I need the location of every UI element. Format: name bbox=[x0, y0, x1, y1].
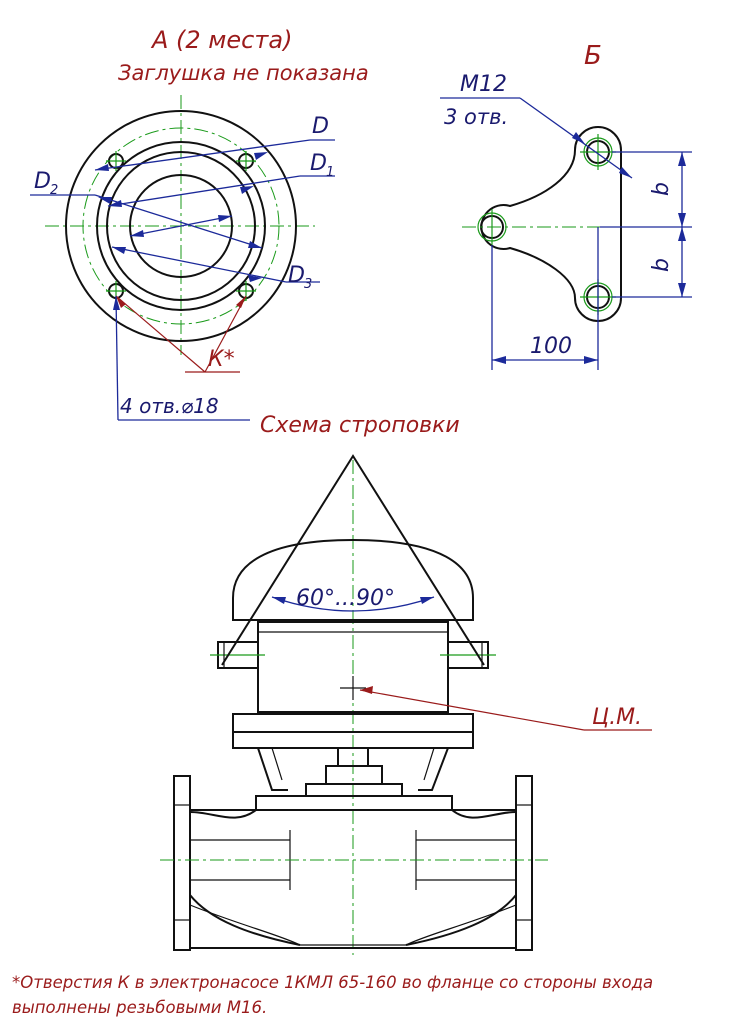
lantern-right bbox=[418, 747, 449, 791]
label-thread-count: 3 отв. bbox=[444, 105, 508, 129]
view-b: Б М12 3 отв. b b bbox=[440, 41, 692, 370]
view-a: А (2 места) Заглушка не показана bbox=[30, 26, 369, 421]
outlet-flange bbox=[515, 775, 533, 951]
label-d3: D bbox=[288, 263, 305, 288]
label-d1-sub: 1 bbox=[326, 165, 334, 180]
sling-lines bbox=[221, 454, 485, 666]
label-d2-sub: 2 bbox=[50, 183, 58, 198]
d1-leader bbox=[107, 175, 301, 207]
inlet-flange bbox=[173, 775, 191, 951]
k-leaders bbox=[115, 295, 247, 373]
pump-drawing bbox=[160, 460, 548, 955]
cg-leader bbox=[359, 689, 585, 731]
seal-housing bbox=[305, 783, 403, 797]
diameter-leaders bbox=[30, 139, 335, 283]
flange-bolt-holes bbox=[106, 151, 256, 301]
bolt-circle bbox=[82, 127, 280, 325]
face-inner-circle bbox=[106, 151, 256, 301]
lantern-left bbox=[257, 747, 288, 791]
sling-triangle bbox=[221, 454, 485, 666]
d-leader bbox=[94, 139, 311, 171]
footnote-line-1: *Отверстия К в электронасосе 1КМЛ 65-160… bbox=[12, 973, 653, 992]
raised-face-circle bbox=[96, 141, 266, 311]
label-thread: М12 bbox=[460, 72, 507, 97]
label-d3-sub: 3 bbox=[304, 277, 312, 292]
label-dim-b2: b bbox=[649, 258, 674, 272]
label-d1: D bbox=[310, 151, 327, 176]
angle-arc bbox=[271, 596, 435, 612]
coupling bbox=[325, 765, 383, 785]
label-dim-b1: b bbox=[649, 182, 674, 196]
view-a-subtitle: Заглушка не показана bbox=[118, 61, 369, 85]
label-d: D bbox=[312, 114, 329, 139]
pump-cover bbox=[255, 795, 453, 811]
view-b-title: Б bbox=[584, 41, 602, 71]
d2-leader bbox=[94, 194, 263, 249]
bore-circle bbox=[129, 174, 233, 278]
label-holes: 4 отв.⌀18 bbox=[120, 394, 219, 418]
motor-cap bbox=[232, 538, 474, 621]
d3-leader bbox=[111, 246, 287, 283]
bracket-holes bbox=[462, 134, 690, 315]
flange-outer-circle bbox=[65, 110, 297, 342]
label-dim-100: 100 bbox=[530, 334, 572, 359]
label-k: К* bbox=[208, 347, 235, 372]
view-a-title: А (2 места) bbox=[150, 26, 292, 54]
footnote-line-2: выполнены резьбовыми М16. bbox=[12, 998, 267, 1017]
label-angle: 60°...90° bbox=[296, 586, 395, 611]
sling-title: Схема строповки bbox=[260, 413, 460, 438]
label-d2: D bbox=[34, 169, 51, 194]
label-cg: Ц.М. bbox=[592, 705, 642, 730]
bracket-outline bbox=[480, 126, 622, 322]
